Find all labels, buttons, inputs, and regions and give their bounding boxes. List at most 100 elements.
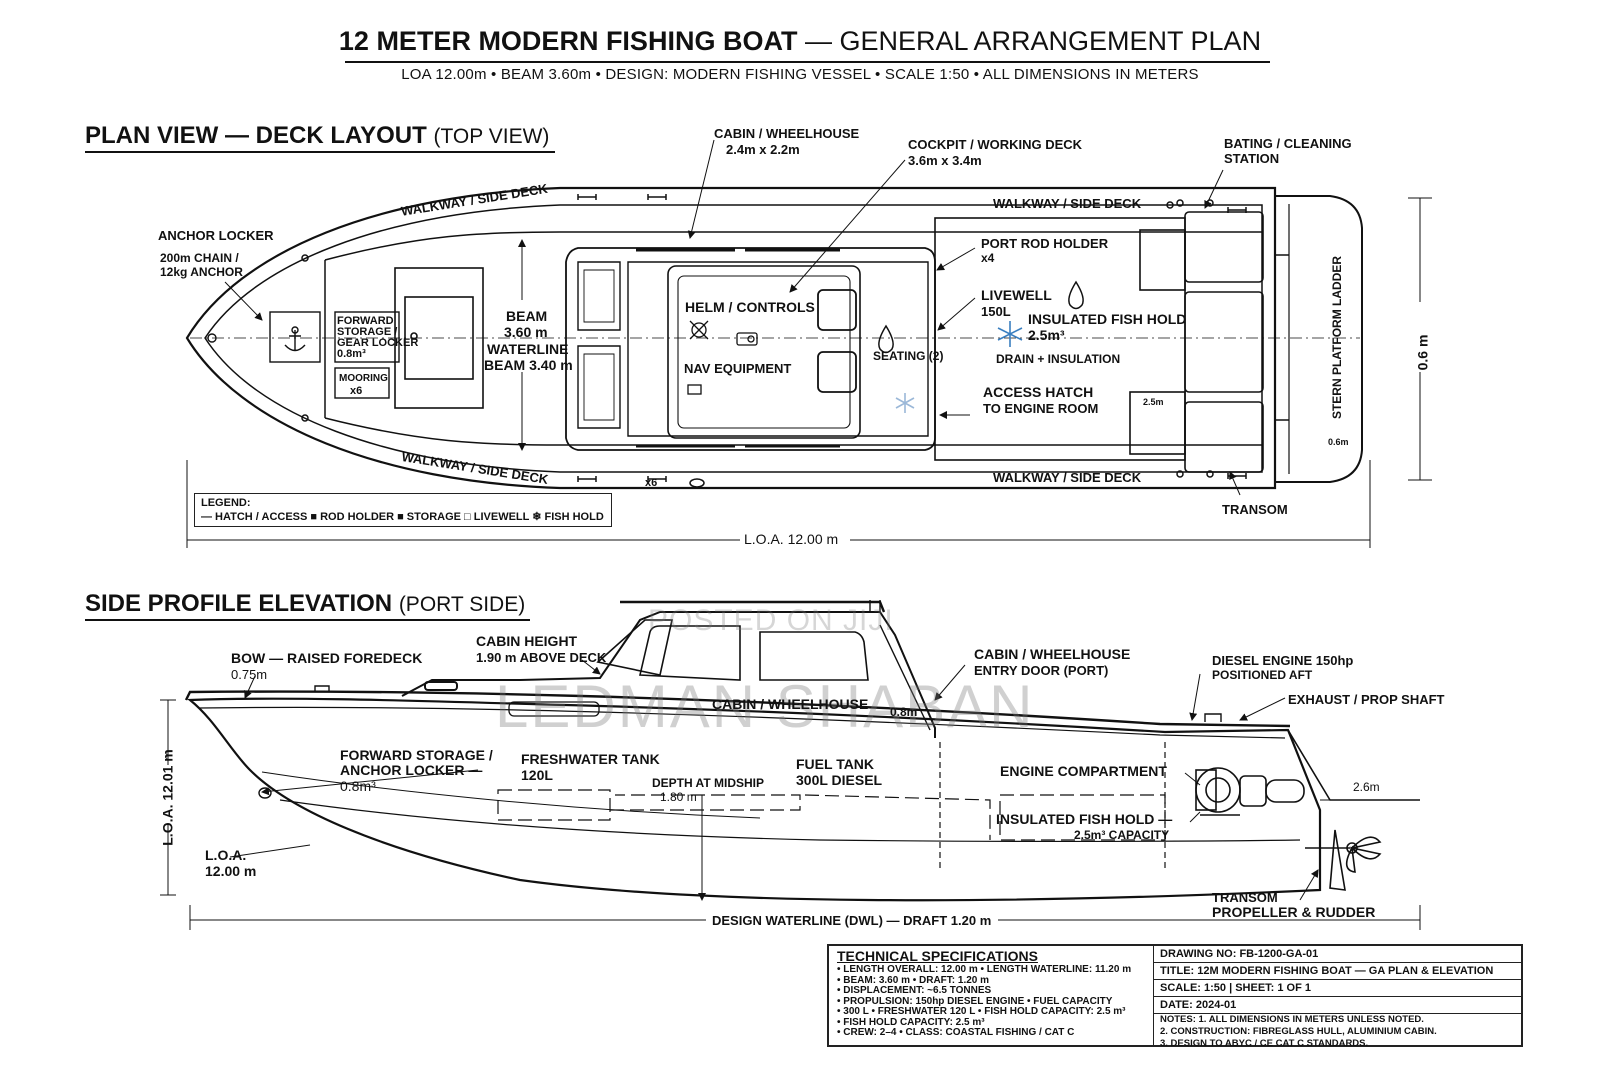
cabin-roof (565, 247, 936, 451)
profile-label-dwl: DESIGN WATERLINE (DWL) — DRAFT 1.20 m (712, 913, 992, 928)
profile-heading-note: (PORT SIDE) (398, 593, 526, 616)
cockpit-deck (934, 211, 1289, 473)
profile-label-bow-1: BOW — RAISED FOREDECK (231, 650, 423, 666)
plan-label-loa: L.O.A. 12.00 m (744, 531, 839, 547)
plan-label-transom: TRANSOM (1222, 502, 1288, 517)
profile-tanks (497, 742, 1166, 872)
plan-label-beam-3: WATERLINE (487, 341, 569, 357)
plan-leaders (186, 139, 1432, 548)
plan-label-beam-1: BEAM (506, 308, 548, 324)
plan-heading-rule (85, 151, 555, 153)
profile-label-cabin: CABIN / WHEELHOUSE (712, 696, 869, 712)
title-block: DRAWING NO: FB-1200-GA-01 TITLE: 12M MOD… (1154, 946, 1521, 1049)
plan-label-dim-2-5: 2.5m (1143, 397, 1164, 407)
plan-label-chain-1: 200m CHAIN / (160, 251, 239, 265)
plan-label-walkway-top-right: WALKWAY / SIDE DECK (993, 196, 1142, 211)
title-rest: — GENERAL ARRANGEMENT PLAN (804, 26, 1262, 56)
profile-label-dim-0-8: 0.8m (890, 705, 918, 719)
spec-title-block: TECHNICAL SPECIFICATIONS • LENGTH OVERAL… (827, 944, 1523, 1049)
profile-label-dim-2-6: 2.6m (1353, 780, 1380, 794)
profile-cabin (314, 600, 1222, 738)
profile-label-engine-comp: ENGINE COMPARTMENT (1000, 763, 1167, 779)
profile-label-transom-2: PROPELLER & RUDDER (1212, 904, 1376, 920)
profile-label-door-2: ENTRY DOOR (PORT) (974, 663, 1109, 678)
forward-hatch (394, 267, 484, 409)
profile-heading-text: SIDE PROFILE ELEVATION (85, 590, 393, 617)
page-title: 12 METER MODERN FISHING BOAT — GENERAL A… (0, 26, 1600, 57)
plan-label-dim-0-6b: 0.6 m (1414, 334, 1431, 371)
profile-label-engine-1: DIESEL ENGINE 150hp (1212, 653, 1354, 668)
plan-label-bating-2: STATION (1224, 151, 1280, 166)
profile-label-fuel-2: 300L DIESEL (796, 772, 883, 788)
tb-note: 2. CONSTRUCTION: FIBREGLASS HULL, ALUMIN… (1160, 1026, 1437, 1037)
tech-specs: TECHNICAL SPECIFICATIONS • LENGTH OVERAL… (829, 946, 1154, 1045)
plan-label-access-1: ACCESS HATCH (983, 384, 1094, 400)
helm-wheel-icon (687, 320, 758, 395)
fish-hold-snowflake-icon (895, 321, 1023, 413)
profile-leaders (160, 659, 1421, 930)
profile-label-loa-vertical: L.O.A. 12.01 m (159, 749, 176, 846)
plan-label-ladder: STERN PLATFORM LADDER (1330, 255, 1345, 420)
plan-label-cockpit: COCKPIT / WORKING DECK (908, 137, 1083, 152)
profile-label-depth-2: 1.80 m (660, 790, 697, 804)
profile-heading: SIDE PROFILE ELEVATION (PORT SIDE) (85, 590, 525, 618)
profile-label-fwd-2: ANCHOR LOCKER — (340, 762, 483, 778)
legend-title: LEGEND: (201, 497, 251, 509)
plan-label-fwd-1: FORWARD (337, 315, 394, 327)
tb-note: NOTES: 1. ALL DIMENSIONS IN METERS UNLES… (1160, 1014, 1424, 1025)
profile-label-fishhold-1: INSULATED FISH HOLD — (996, 811, 1173, 827)
tb-date: DATE: 2024-01 (1154, 997, 1521, 1014)
plan-label-cockpit-dim: 3.6m x 3.4m (908, 153, 982, 168)
plan-label-cabin-dim: 2.4m x 2.2m (726, 142, 800, 157)
plan-label-walkway-bottom-right: WALKWAY / SIDE DECK (993, 470, 1142, 485)
plan-label-fwd-2: STORAGE / (337, 326, 398, 338)
plan-label-access-2: TO ENGINE ROOM (983, 401, 1099, 416)
plan-legend: LEGEND: — HATCH / ACCESS ■ ROD HOLDER ■ … (194, 493, 612, 527)
plan-label-fishhold-v: 2.5m³ (1028, 327, 1065, 343)
tb-scale: SCALE: 1:50 | SHEET: 1 OF 1 (1154, 980, 1521, 997)
profile-label-depth-1: DEPTH AT MIDSHIP (652, 776, 765, 790)
engine-icon (1195, 767, 1305, 816)
profile-label-bow-2: 0.75m (231, 667, 268, 682)
plan-heading: PLAN VIEW — DECK LAYOUT (TOP VIEW) (85, 122, 549, 150)
tb-drawing-no: DRAWING NO: FB-1200-GA-01 (1154, 946, 1521, 963)
plan-label-rod: PORT ROD HOLDER (981, 236, 1109, 251)
spec-line: • BEAM: 3.60 m • DRAFT: 1.20 m (837, 974, 990, 986)
tech-specs-heading: TECHNICAL SPECIFICATIONS (837, 948, 1038, 964)
profile-label-engine-2: POSITIONED AFT (1212, 668, 1313, 682)
profile-label-fwd-3: 0.8m³ (340, 778, 376, 794)
plan-label-fwd-4: 0.8m³ (337, 348, 366, 360)
profile-label-fuel-1: FUEL TANK (796, 756, 875, 772)
plan-heading-text: PLAN VIEW — DECK LAYOUT (85, 122, 427, 149)
propeller-icon (1305, 829, 1382, 891)
spec-line: • DISPLACEMENT: ~6.5 TONNES (837, 985, 992, 996)
spec-line: • 300 L • FRESHWATER 120 L • FISH HOLD C… (837, 1006, 1126, 1017)
tb-title: TITLE: 12M MODERN FISHING BOAT — GA PLAN… (1154, 963, 1521, 980)
profile-label-fishhold-2: 2.5m³ CAPACITY (1074, 828, 1170, 842)
spec-line: • FISH HOLD CAPACITY: 2.5 m³ (837, 1016, 985, 1028)
plan-label-rod-x: x4 (981, 251, 995, 265)
title-underline (345, 61, 1270, 63)
plan-label-fwd-3: GEAR LOCKER (337, 337, 419, 349)
plan-label-fishhold: INSULATED FISH HOLD (1028, 311, 1187, 327)
profile-label-transom-1: TRANSOM (1212, 890, 1278, 905)
plan-label-drain: DRAIN + INSULATION (996, 352, 1121, 366)
profile-label-fwd-1: FORWARD STORAGE / (340, 747, 493, 763)
anchor-locker (207, 311, 400, 399)
plan-label-chain-2: 12kg ANCHOR (160, 265, 243, 279)
profile-label-fresh-2: 120L (521, 767, 553, 783)
plan-label-seating: SEATING (2) (873, 349, 944, 363)
plan-heading-note: (TOP VIEW) (433, 125, 550, 148)
plan-label-bating: BATING / CLEANING (1224, 136, 1352, 151)
plan-label-beam-4: BEAM 3.40 m (484, 357, 573, 373)
plan-label-nav: NAV EQUIPMENT (684, 361, 792, 376)
title-bold: 12 METER MODERN FISHING BOAT (338, 26, 798, 56)
watermark: LEDMAN SHABAN (495, 673, 1035, 740)
plan-label-beam-2: 3.60 m (504, 324, 548, 340)
plan-label-livewell-l: 150L (981, 304, 1011, 319)
watermark-small: POSTED ON JIJI (648, 604, 894, 637)
profile-label-cabinh-2: 1.90 m ABOVE DECK (476, 650, 607, 665)
profile-label-loa-2: 12.00 m (205, 863, 257, 879)
plan-label-mooring: MOORING (339, 373, 388, 384)
plan-label-x6: x6 (645, 477, 658, 489)
